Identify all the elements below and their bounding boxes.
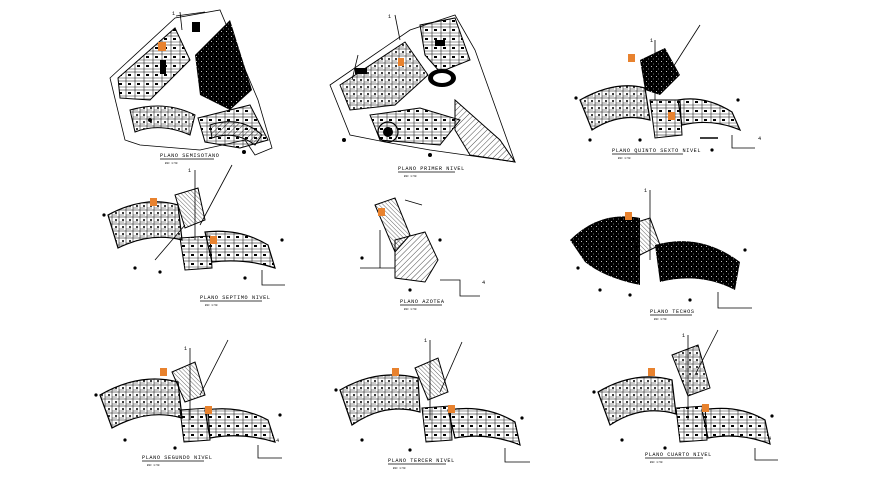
scale-quinto-sexto-nivel: ESC 1:50 [618, 157, 631, 160]
scale-azotea: ESC 1:50 [404, 308, 417, 311]
svg-text:1: 1 [644, 188, 648, 194]
scale-techos: ESC 1:50 [654, 318, 667, 321]
plan-cuarto-nivel: 1 4 [592, 329, 778, 461]
title-primer-nivel: PLANO PRIMER NIVEL [398, 166, 465, 172]
svg-text:4: 4 [276, 438, 280, 444]
plan-segundo-nivel: 1 4 [94, 339, 282, 459]
svg-text:1: 1 [424, 338, 428, 344]
title-segundo-nivel: PLANO SEGUNDO NIVEL [142, 455, 213, 461]
svg-text:1: 1 [682, 333, 686, 339]
scale-septimo-nivel: ESC 1:50 [205, 304, 218, 307]
title-cuarto-nivel: PLANO CUARTO NIVEL [645, 452, 712, 458]
svg-text:4: 4 [768, 436, 772, 442]
scale-tercer-nivel: ESC 1:50 [393, 467, 406, 470]
title-azotea: PLANO AZOTEA [400, 299, 445, 305]
svg-text:4: 4 [482, 280, 486, 286]
svg-text:1: 1 [388, 14, 392, 20]
scale-semisotano: ESC 1:50 [165, 162, 178, 165]
title-techos: PLANO TECHOS [650, 309, 695, 315]
title-quinto-sexto-nivel: PLANO QUINTO SEXTO NIVEL [612, 148, 701, 154]
scale-primer-nivel: ESC 1:50 [404, 175, 417, 178]
svg-text:1: 1 [172, 11, 176, 17]
scale-segundo-nivel: ESC 1:50 [147, 464, 160, 467]
title-tercer-nivel: PLANO TERCER NIVEL [388, 458, 455, 464]
plan-quinto-sexto-nivel: 1 4 [574, 24, 762, 152]
svg-text:1: 1 [650, 38, 654, 44]
title-septimo-nivel: PLANO SEPTIMO NIVEL [200, 295, 271, 301]
plan-tercer-nivel: 1 [334, 338, 530, 463]
plan-semisotano: 1 [109, 9, 273, 156]
plan-azotea: 4 [360, 197, 486, 297]
svg-text:1: 1 [184, 346, 188, 352]
title-semisotano: PLANO SEMISOTANO [160, 153, 219, 159]
plan-septimo-nivel: 1 [102, 164, 285, 286]
scale-cuarto-nivel: ESC 1:50 [650, 461, 663, 464]
svg-text:1: 1 [188, 168, 192, 174]
plan-techos: 1 [570, 188, 752, 309]
svg-text:4: 4 [758, 136, 762, 142]
plan-primer-nivel: 1 [329, 14, 517, 163]
